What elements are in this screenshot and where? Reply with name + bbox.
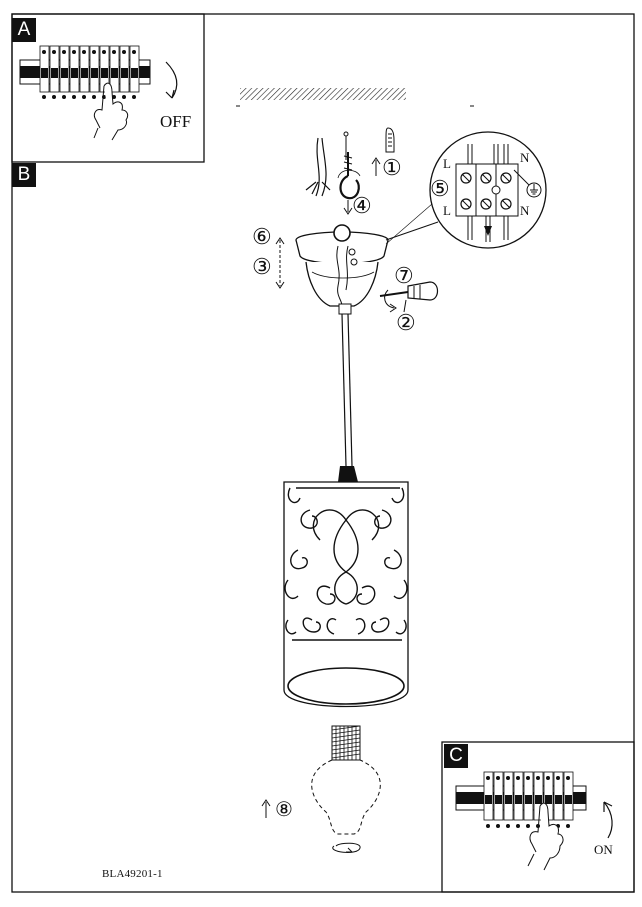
lampholder-cap bbox=[338, 466, 358, 482]
breaker-panel-off bbox=[19, 45, 151, 99]
step-2: ② bbox=[396, 310, 416, 335]
breaker-panel-on bbox=[455, 771, 587, 828]
suspension-cable bbox=[341, 313, 347, 467]
panel-c-letter: C bbox=[444, 744, 468, 768]
rotate-bulb-arrow-icon bbox=[332, 842, 361, 853]
panel-b-letter: B bbox=[12, 163, 36, 187]
step-5: ⑤ bbox=[430, 176, 450, 201]
ceiling-canopy bbox=[295, 224, 389, 307]
ceiling-hook-icon bbox=[337, 152, 361, 200]
rotate-on-arrow-icon bbox=[603, 801, 613, 839]
off-label: OFF bbox=[160, 112, 192, 131]
hand-icon bbox=[93, 82, 129, 141]
terminal-label-l-bottom: L bbox=[443, 203, 451, 218]
step-7: ⑦ bbox=[394, 263, 414, 288]
rotate-off-arrow-icon bbox=[165, 61, 178, 99]
ground-symbol-icon bbox=[526, 182, 542, 198]
panel-a-letter: A bbox=[12, 18, 36, 42]
supply-wires bbox=[305, 137, 331, 197]
terminal-label-l-top: L bbox=[443, 156, 451, 171]
wall-plug-screw-icon bbox=[385, 127, 395, 153]
pendant-shade bbox=[283, 481, 409, 708]
step-8: ⑧ bbox=[275, 799, 293, 821]
on-label: ON bbox=[594, 842, 613, 857]
step-3: ③ bbox=[252, 254, 272, 279]
terminal-label-n-bottom: N bbox=[520, 203, 530, 218]
hand-icon bbox=[527, 802, 564, 871]
terminal-block-detail bbox=[429, 131, 547, 249]
step-1: ① bbox=[382, 155, 402, 180]
outer-frame bbox=[11, 13, 635, 893]
terminal-label-n-top: N bbox=[520, 150, 530, 165]
ceiling-hatch bbox=[240, 88, 406, 100]
step-6: ⑥ bbox=[252, 224, 272, 249]
panel-a bbox=[11, 13, 205, 163]
product-code: BLA49201-1 bbox=[102, 868, 163, 880]
light-bulb-icon bbox=[311, 725, 381, 835]
panel-c bbox=[441, 741, 635, 893]
step-4: ④ bbox=[352, 193, 372, 218]
